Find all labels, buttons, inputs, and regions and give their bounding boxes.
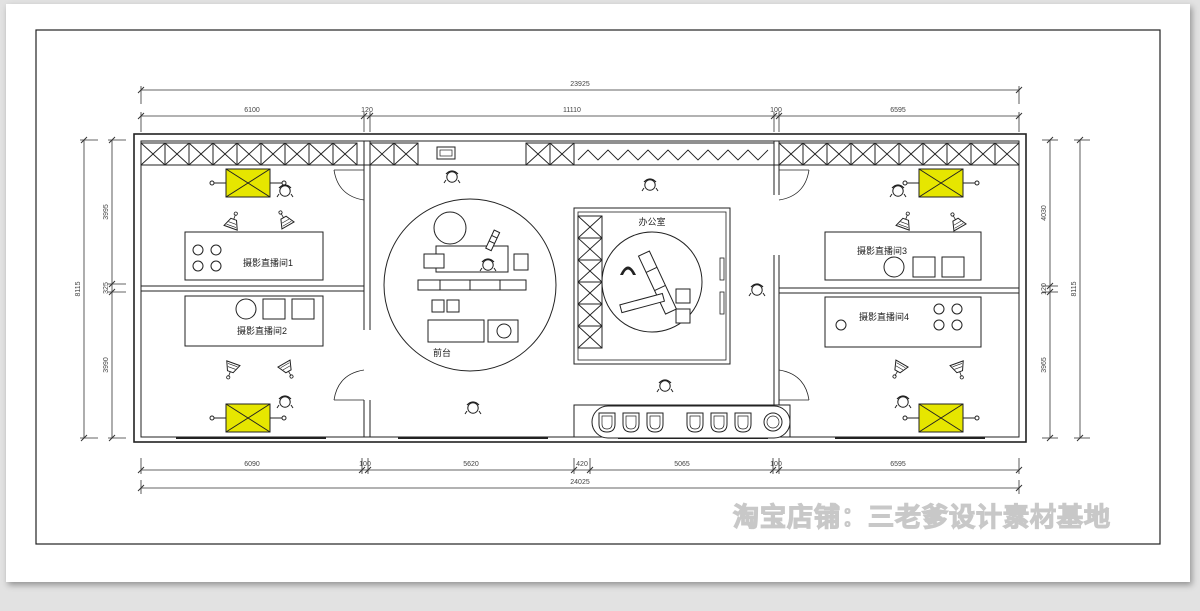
reception-area — [383, 170, 557, 415]
studio-2-light — [209, 403, 287, 433]
studio-4-light — [902, 403, 980, 433]
office-area — [601, 178, 766, 393]
office-cabinet — [577, 215, 603, 349]
studio-2-label: 摄影直播间2 — [237, 325, 287, 336]
reception-label: 前台 — [433, 347, 451, 358]
walls — [133, 133, 1027, 443]
watermark: 淘宝店铺：三老爹设计素材基地 — [733, 502, 1111, 532]
cabinet-strip — [140, 142, 1020, 166]
dim-top-total: 23925 — [570, 81, 590, 88]
studio-1-label: 摄影直播间1 — [243, 257, 293, 268]
dim-left-3: 3990 — [103, 357, 110, 373]
dim-top-5: 6595 — [890, 107, 906, 114]
studio-3-light — [902, 168, 980, 198]
dim-top-2: 120 — [361, 107, 373, 114]
studio-1 — [184, 168, 324, 281]
studio-3-label: 摄影直播间3 — [857, 245, 907, 256]
office-label: 办公室 — [638, 216, 665, 227]
dim-bottom-2: 100 — [359, 461, 371, 468]
dim-right-1: 4030 — [1041, 205, 1048, 221]
dimension-ticks — [80, 86, 1084, 492]
drawing-frame — [35, 29, 1161, 545]
dim-right-2: 120 — [1041, 283, 1048, 295]
studio-3 — [824, 168, 982, 281]
dim-left-2: 325 — [103, 282, 110, 294]
studio-4 — [824, 296, 982, 433]
dim-top-1: 6100 — [244, 107, 260, 114]
studio-1-light — [209, 168, 287, 198]
dim-bottom-1: 6090 — [244, 461, 260, 468]
dim-right-total: 8115 — [1071, 281, 1078, 296]
dim-bottom-5: 5065 — [674, 461, 690, 468]
dim-bottom-total: 24025 — [570, 479, 590, 486]
dim-bottom-7: 6595 — [890, 461, 906, 468]
waiting-seats — [591, 405, 791, 439]
studio-4-label: 摄影直播间4 — [859, 311, 909, 322]
dim-bottom-3: 5620 — [463, 461, 479, 468]
dim-bottom-6: 100 — [770, 461, 782, 468]
dim-top-4: 100 — [770, 107, 782, 114]
dim-left-total: 8115 — [75, 281, 82, 296]
dim-bottom-4: 420 — [576, 461, 588, 468]
dim-right-3: 3965 — [1041, 357, 1048, 373]
dim-top-3: 11110 — [563, 107, 581, 114]
dim-left-1: 3995 — [103, 204, 110, 220]
studio-2 — [184, 295, 324, 433]
